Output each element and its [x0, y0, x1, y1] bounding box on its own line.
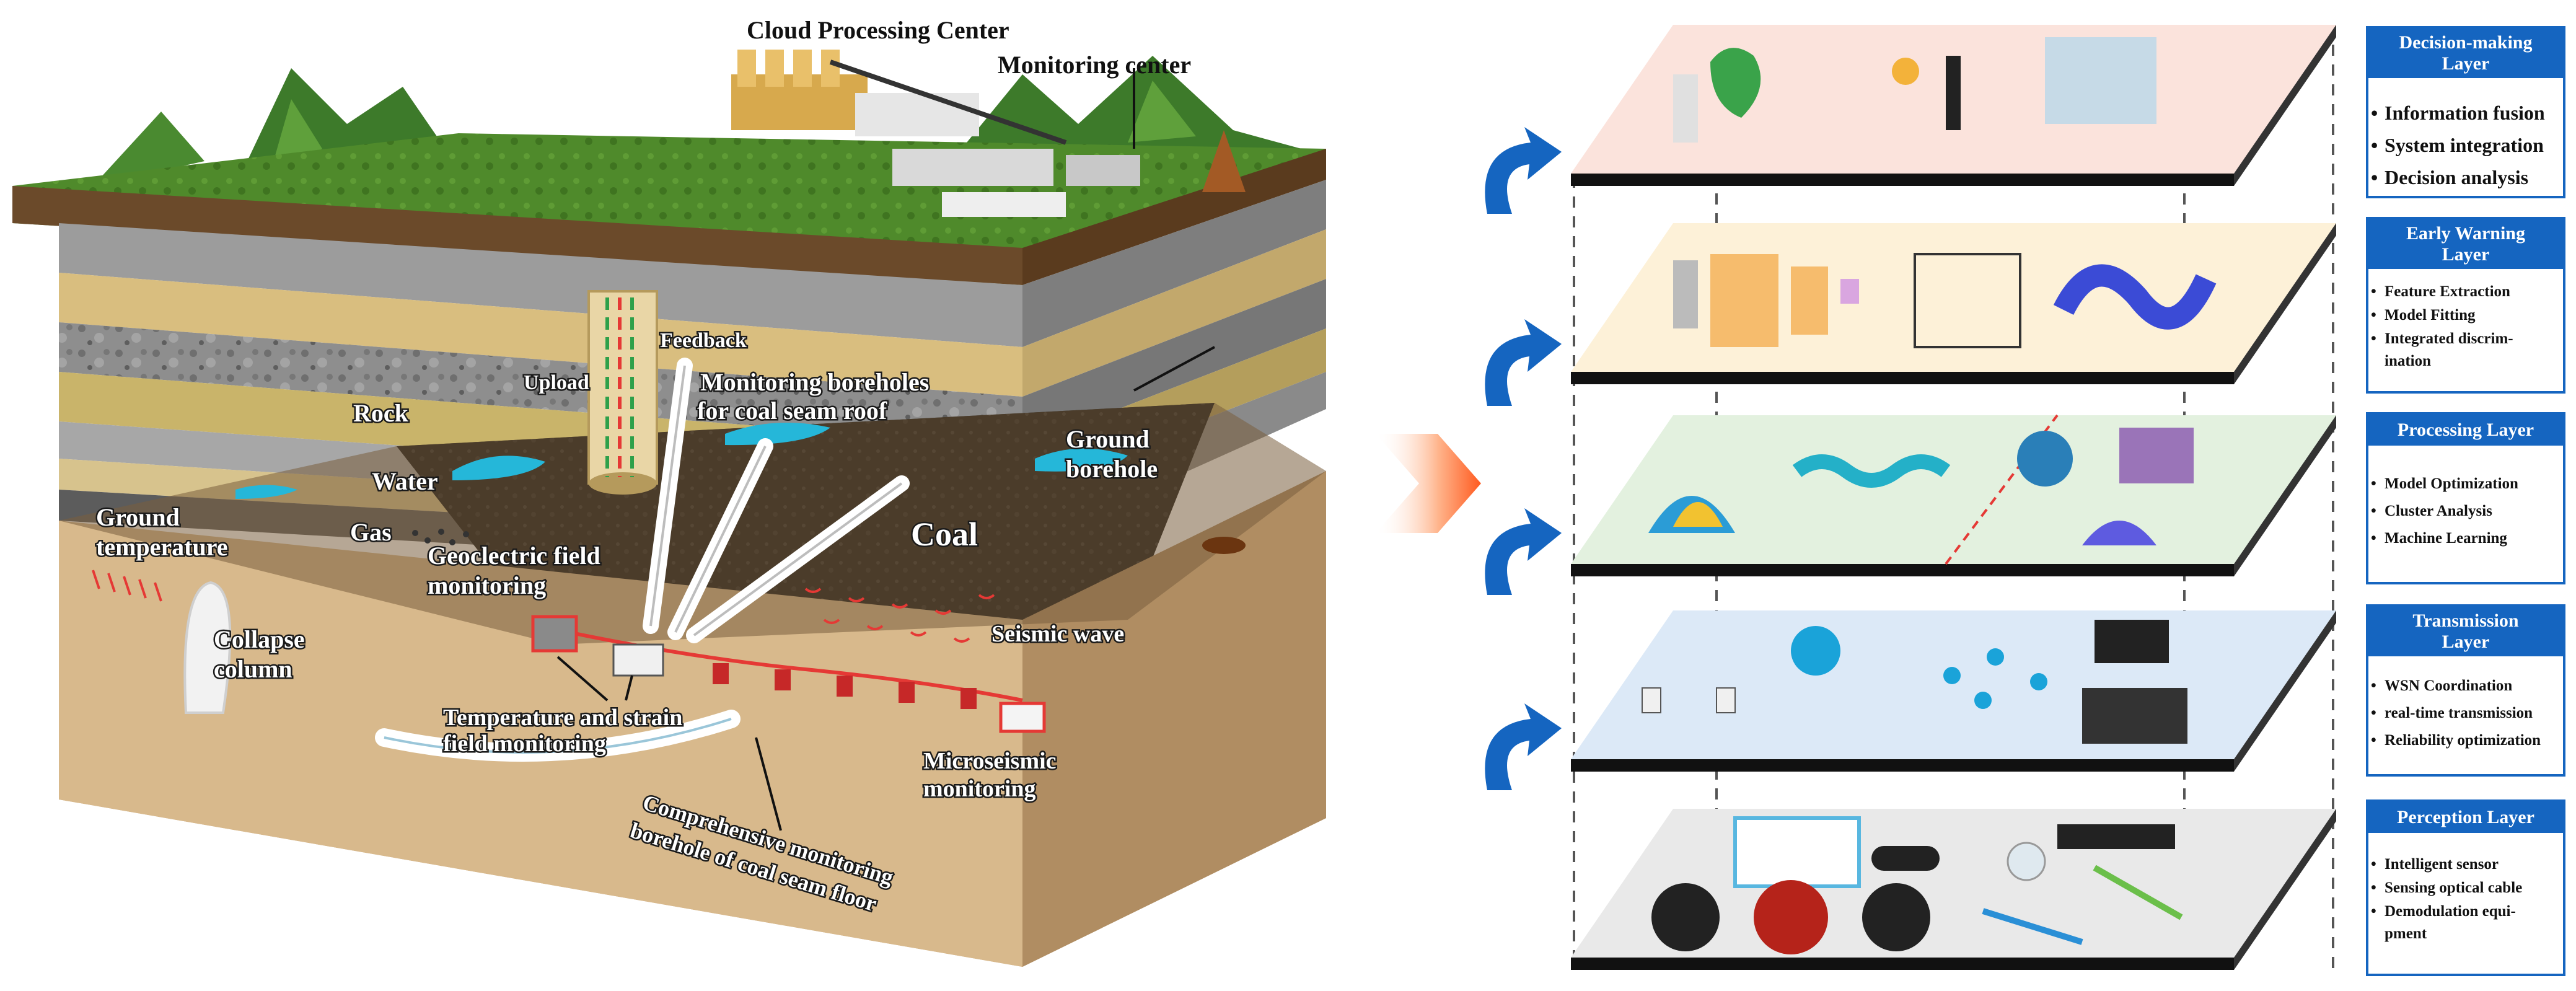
label-rock: Rock	[353, 399, 409, 427]
label-microseismic-1: Microseismic	[923, 748, 1057, 774]
panel-item: Model Fitting	[2371, 304, 2563, 327]
panel-title: Transmission Layer	[2368, 607, 2563, 656]
panel-title-line: Layer	[2442, 632, 2490, 652]
panel-title-line: Layer	[2442, 244, 2490, 265]
collapse-column	[183, 581, 232, 714]
ground-temp-marks	[92, 570, 162, 602]
ground-borehole-pipe	[1202, 130, 1246, 554]
label-geoelectric-1: Geoclectric field	[428, 542, 600, 570]
panel-item: Reliability optimization	[2371, 727, 2563, 754]
panel-item: Model Optimization	[2371, 470, 2563, 498]
label-microseismic-2: monitoring	[923, 776, 1036, 802]
panel-item: System integration	[2371, 129, 2563, 161]
panel-title-line: Transmission	[2412, 610, 2519, 631]
curved-arrow-icon	[1485, 319, 1562, 406]
label-coal: Coal	[911, 516, 978, 553]
panel-item: real-time transmission	[2371, 700, 2563, 727]
label-temp-strain-1: Temperature and strain	[443, 705, 682, 731]
geological-block: Cloud Processing Center Monitoring cente…	[12, 16, 1326, 967]
water-lenses	[235, 423, 1128, 499]
layer-flow-arrows	[1485, 127, 1562, 790]
panel-title-line: Decision-making	[2399, 32, 2533, 53]
panel-item: Cluster Analysis	[2371, 498, 2563, 525]
curved-arrow-icon	[1485, 703, 1562, 790]
label-monitoring-center: Monitoring center	[998, 51, 1191, 79]
panel-title-line: Layer	[2442, 53, 2490, 74]
panel-decision-layer: Decision-making Layer Information fusion…	[2366, 26, 2565, 198]
panel-item: Sensing optical cable	[2371, 876, 2563, 900]
panel-title-line: Processing Layer	[2397, 420, 2534, 440]
label-ground-borehole-1: Ground	[1066, 425, 1150, 453]
panel-item: Intelligent sensor	[2371, 853, 2563, 876]
panel-item: Demodulation equi-	[2371, 900, 2563, 923]
panel-item: Decision analysis	[2371, 161, 2563, 193]
panel-perception-layer: Perception Layer Intelligent sensor Sens…	[2366, 799, 2565, 976]
layer-stack	[1485, 25, 2336, 970]
panel-title: Decision-making Layer	[2368, 29, 2563, 78]
label-cloud-center: Cloud Processing Center	[747, 16, 1009, 44]
label-roof-boreholes-2: for coal seam roof	[697, 397, 887, 425]
label-feedback: Feedback	[660, 329, 747, 352]
panel-item: WSN Coordination	[2371, 672, 2563, 700]
seismic-wave-marks	[804, 588, 995, 643]
panel-title: Perception Layer	[2368, 802, 2563, 833]
curved-arrow-icon	[1485, 508, 1562, 595]
panel-title: Processing Layer	[2368, 415, 2563, 446]
gas-dots	[412, 529, 469, 553]
panel-title-line: Early Warning	[2406, 223, 2525, 244]
label-seismic-wave: Seismic wave	[991, 621, 1124, 647]
label-temp-strain-2: field monitoring	[443, 731, 606, 757]
label-upload: Upload	[524, 371, 589, 394]
label-ground-borehole-2: borehole	[1066, 455, 1158, 483]
panel-item: Machine Learning	[2371, 525, 2563, 552]
panel-transmission-layer: Transmission Layer WSN Coordination real…	[2366, 604, 2565, 777]
label-geoelectric-2: monitoring	[428, 571, 546, 599]
label-ground-temp-2: temperature	[96, 533, 228, 561]
floor-borehole	[375, 710, 741, 762]
layer-plane-transmission	[1571, 610, 2336, 772]
panel-item: Integrated discrim-	[2371, 327, 2563, 351]
layer-plane-decision	[1571, 25, 2336, 186]
curved-arrow-icon	[1485, 127, 1562, 214]
surface-facilities	[731, 50, 1140, 217]
flow-arrow-icon	[1376, 434, 1481, 533]
panel-item: Feature Extraction	[2371, 280, 2563, 304]
layer-plane-processing	[1571, 414, 2336, 576]
layer-plane-warning	[1571, 223, 2336, 384]
label-collapse-column-1: Collapse	[214, 625, 305, 653]
microseismic-array	[531, 615, 1046, 733]
panel-processing-layer: Processing Layer Model Optimization Clus…	[2366, 412, 2565, 584]
label-water: Water	[372, 467, 438, 495]
panel-warning-layer: Early Warning Layer Feature Extraction M…	[2366, 217, 2565, 394]
panel-item: Information fusion	[2371, 97, 2563, 129]
shaft	[587, 290, 658, 495]
label-ground-temp-1: Ground	[96, 503, 180, 531]
label-gas: Gas	[350, 518, 392, 546]
label-roof-boreholes-1: Monitoring boreholes	[700, 368, 929, 396]
label-collapse-column-2: column	[214, 655, 292, 683]
panel-item-continuation: pment	[2385, 925, 2427, 942]
panel-title-line: Perception Layer	[2397, 807, 2534, 827]
panel-title: Early Warning Layer	[2368, 219, 2563, 269]
panel-item-continuation: ination	[2385, 353, 2432, 369]
layer-plane-perception	[1571, 809, 2336, 970]
